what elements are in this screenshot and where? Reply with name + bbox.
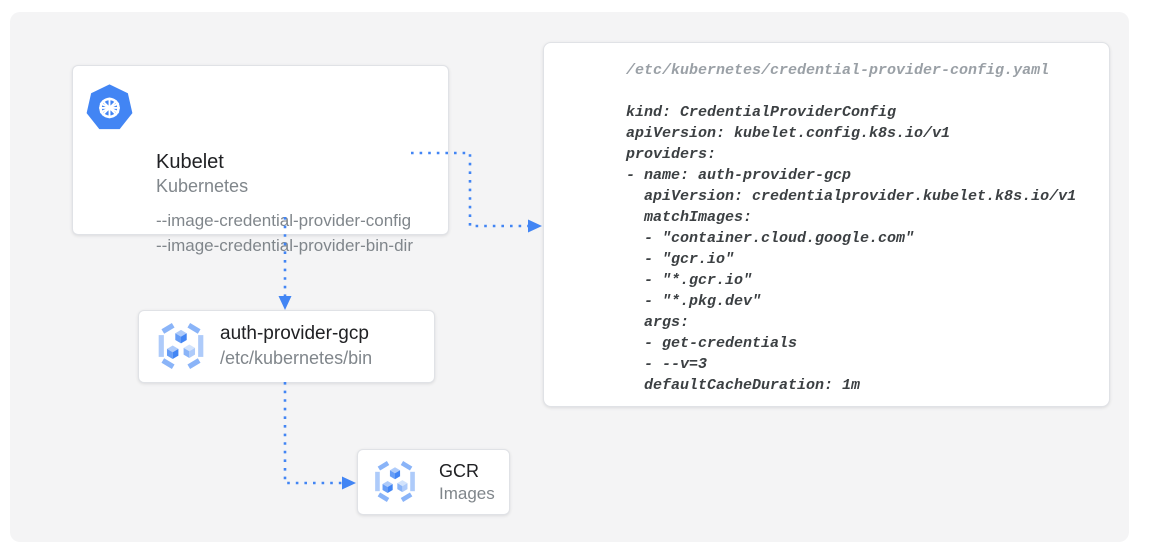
yaml-code-line: - get-credentials — [626, 335, 798, 352]
kubelet-flag-list: --image-credential-provider-config --imag… — [156, 208, 413, 258]
gcr-hexagon-cubes-icon — [375, 461, 415, 502]
yaml-code-line: - "*.gcr.io" — [626, 272, 753, 289]
yaml-code-line: apiVersion: credentialprovider.kubelet.k… — [626, 188, 1077, 205]
kubelet-title: Kubelet — [156, 151, 224, 173]
yaml-code-line: - "container.cloud.google.com" — [626, 230, 915, 247]
yaml-code-block: kind: CredentialProviderConfig apiVersion… — [626, 102, 1091, 396]
auth-provider-gcp-node: auth-provider-gcp /etc/kubernetes/bin — [138, 310, 435, 383]
kubernetes-helm-icon — [86, 84, 133, 130]
gcr-hexagon-cubes-icon — [158, 323, 204, 369]
gcr-node: GCR Images — [357, 449, 510, 515]
gcr-title: GCR — [439, 461, 479, 481]
kubelet-flag: --image-credential-provider-bin-dir — [156, 236, 413, 255]
yaml-code-line: defaultCacheDuration: 1m — [626, 377, 861, 394]
credential-provider-config-panel: /etc/kubernetes/credential-provider-conf… — [543, 42, 1110, 407]
kubelet-flag: --image-credential-provider-config — [156, 211, 412, 230]
yaml-code-line: - "*.pkg.dev" — [626, 293, 762, 310]
config-file-path: /etc/kubernetes/credential-provider-conf… — [626, 62, 1050, 79]
yaml-code-line: apiVersion: kubelet.config.k8s.io/v1 — [626, 125, 951, 142]
yaml-code-line: matchImages: — [626, 209, 753, 226]
yaml-code-line: - --v=3 — [626, 356, 708, 373]
yaml-code-line: - "gcr.io" — [626, 251, 735, 268]
kubelet-subtitle: Kubernetes — [156, 176, 249, 196]
auth-provider-gcp-path: /etc/kubernetes/bin — [220, 348, 373, 368]
yaml-code-line: kind: CredentialProviderConfig — [626, 104, 897, 121]
yaml-code-line: - name: auth-provider-gcp — [626, 167, 852, 184]
auth-provider-gcp-title: auth-provider-gcp — [220, 323, 369, 344]
yaml-code-line: providers: — [626, 146, 717, 163]
yaml-code-line: args: — [626, 314, 690, 331]
kubelet-node: Kubelet Kubernetes --image-credential-pr… — [72, 65, 449, 255]
gcr-subtitle: Images — [439, 484, 495, 503]
